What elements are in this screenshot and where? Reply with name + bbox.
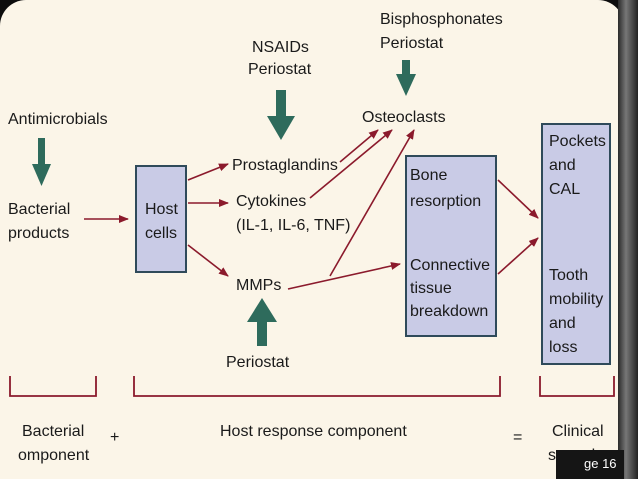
pockets-label-line3: CAL <box>549 181 580 198</box>
periodontal-diagram: Antimicrobials Bacterial products Host c… <box>8 11 615 464</box>
host-cells-box <box>135 165 187 273</box>
clinical-outcomes-box <box>541 123 611 365</box>
host-response-component-label: Host response component <box>220 423 407 440</box>
plus-sign: + <box>110 429 119 446</box>
arrow-mmps-to-connective <box>287 262 401 290</box>
arrow-host-to-mmps <box>187 244 229 277</box>
tooth-label-line1: Tooth <box>549 267 588 284</box>
arrow-host-to-prostaglandins <box>187 163 229 181</box>
tooth-label-line4: loss <box>549 339 577 356</box>
bacterial-component-label-line1: Bacterial <box>22 423 84 440</box>
page-number: ge 16 <box>584 456 617 471</box>
tooth-label-line3: and <box>549 315 576 332</box>
host-cells-label-line2: cells <box>145 225 177 242</box>
bacterial-products-label-line2: products <box>8 225 69 242</box>
bisphosphonates-green-arrow <box>396 60 416 96</box>
periostat-bottom-label: Periostat <box>226 354 290 371</box>
bone-resorption-label-line1: Bone <box>410 167 447 184</box>
bone-connective-box <box>405 155 497 337</box>
bacterial-component-label-line2: omponent <box>18 447 90 464</box>
bracket-bacterial <box>9 376 97 397</box>
nsaids-label-line2: Periostat <box>248 61 312 78</box>
bracket-clinical <box>539 376 615 397</box>
clinical-sequelae-label-line1: Clinical <box>552 423 604 440</box>
prostaglandins-label: Prostaglandins <box>232 157 338 174</box>
pockets-label-line2: and <box>549 157 576 174</box>
nsaids-green-arrow <box>267 90 295 140</box>
connective-tissue-label-line3: breakdown <box>410 303 488 320</box>
slide: Antimicrobials Bacterial products Host c… <box>0 0 624 479</box>
cytokines-label-line2: (IL-1, IL-6, TNF) <box>236 217 350 234</box>
arrow-prostaglandins-to-osteoclasts <box>339 129 379 163</box>
cytokines-label-line1: Cytokines <box>236 193 306 210</box>
slide-edge-decoration <box>618 0 638 479</box>
connective-tissue-label-line2: tissue <box>410 280 452 297</box>
periostat-up-green-arrow <box>247 298 277 346</box>
arrow-mmps-to-osteoclasts <box>329 129 415 277</box>
nsaids-label-line1: NSAIDs <box>252 39 309 56</box>
bracket-host-response <box>133 376 501 397</box>
osteoclasts-label: Osteoclasts <box>362 109 446 126</box>
tooth-label-line2: mobility <box>549 291 603 308</box>
connective-tissue-label-line1: Connective <box>410 257 490 274</box>
bone-resorption-label-line2: resorption <box>410 193 481 210</box>
bacterial-products-label-line1: Bacterial <box>8 201 70 218</box>
arrow-cytokines-to-osteoclasts <box>309 129 393 199</box>
pockets-label-line1: Pockets <box>549 133 606 150</box>
host-cells-label-line1: Host <box>145 201 178 218</box>
arrow-bone-to-pockets <box>497 179 539 219</box>
page-number-badge <box>556 450 624 479</box>
equals-sign: = <box>513 429 522 446</box>
mmps-label: MMPs <box>236 277 281 294</box>
bisphosphonates-label-line2: Periostat <box>380 35 444 52</box>
antimicrobials-green-arrow <box>32 138 51 186</box>
antimicrobials-label: Antimicrobials <box>8 111 108 128</box>
bisphosphonates-label-line1: Bisphosphonates <box>380 11 503 28</box>
arrow-connective-to-pockets <box>497 237 539 275</box>
